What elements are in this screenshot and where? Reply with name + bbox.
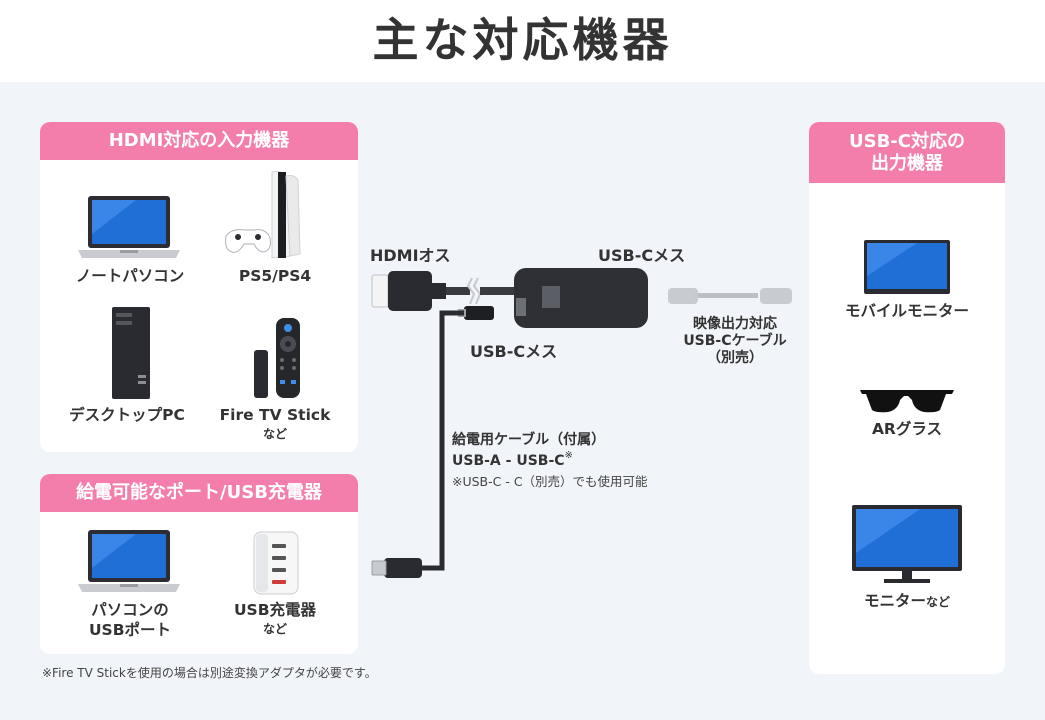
device-label-pc-usb-line1: パソコンの bbox=[91, 601, 169, 619]
device-label-mobile-monitor: モバイルモニター bbox=[844, 302, 969, 320]
device-label-monitor: モニター bbox=[863, 592, 926, 610]
laptop-icon bbox=[78, 196, 180, 258]
hdmi-plug bbox=[388, 271, 432, 311]
device-label-fire-tv: Fire TV Stick bbox=[219, 406, 331, 424]
page-title: 主な対応機器 bbox=[372, 13, 673, 67]
label-video-cable-line2: USB-Cケーブル bbox=[683, 333, 787, 349]
ar-glasses-icon bbox=[860, 390, 954, 413]
label-power-cable-line1: 給電用ケーブル（付属） bbox=[452, 432, 606, 448]
power-source-header: 給電可能なポート/USB充電器 bbox=[40, 474, 358, 512]
output-header-line1: USB-C対応の bbox=[849, 131, 965, 152]
device-label-pc-usb-line2: USBポート bbox=[88, 621, 172, 639]
adapter-body bbox=[514, 268, 648, 328]
title-band bbox=[0, 0, 1045, 82]
device-label-desktop: デスクトップPC bbox=[69, 406, 185, 424]
usb-charger-icon bbox=[253, 531, 299, 595]
hdmi-input-header: HDMI対応の入力機器 bbox=[40, 122, 358, 160]
usb-c-cable-plug-right bbox=[760, 288, 792, 304]
label-usbc-female-top: USB-Cメス bbox=[598, 246, 686, 265]
hdmi-plug-tip bbox=[371, 274, 389, 308]
device-label-monitor-wrap: モニターなど bbox=[822, 589, 992, 611]
monitor-icon bbox=[852, 505, 962, 583]
label-video-cable-line3: （別売） bbox=[707, 350, 763, 366]
mobile-monitor-icon bbox=[864, 240, 950, 294]
usb-a-plug bbox=[384, 558, 422, 578]
device-sub-fire-tv: など bbox=[262, 427, 287, 441]
usb-c-cable-plug-left bbox=[668, 288, 698, 304]
device-sub-monitor: など bbox=[926, 595, 951, 609]
label-power-cable-mark: ※ bbox=[564, 450, 573, 461]
device-label-ar-glasses: ARグラス bbox=[871, 420, 943, 438]
label-power-cable-note: ※USB-C - C（別売）でも使用可能 bbox=[452, 474, 648, 489]
label-video-cable-line1: 映像出力対応 bbox=[693, 316, 777, 332]
desktop-pc-icon bbox=[112, 307, 150, 399]
device-label-usb-charger: USB充電器 bbox=[233, 601, 317, 619]
output-header-line2: 出力機器 bbox=[871, 153, 943, 174]
game-console-icon bbox=[225, 171, 301, 259]
label-power-cable-line2-wrap: USB-A - USB-C※ bbox=[452, 450, 573, 469]
device-sub-usb-charger: など bbox=[262, 622, 287, 636]
label-hdmi-male: HDMIオス bbox=[370, 246, 451, 265]
label-usbc-female-bottom: USB-Cメス bbox=[470, 342, 558, 361]
label-power-cable-line2: USB-A - USB-C bbox=[452, 453, 565, 469]
label-video-cable: 映像出力対応 USB-Cケーブル （別売） bbox=[660, 316, 810, 367]
device-label-laptop: ノートパソコン bbox=[75, 267, 185, 285]
device-label-console: PS5/PS4 bbox=[238, 267, 312, 285]
output-card: USB-C対応の 出力機器 bbox=[809, 122, 1005, 674]
adapter-diagram bbox=[371, 268, 792, 578]
footnote: ※Fire TV Stickを使用の場合は別途変換アダプタが必要です。 bbox=[42, 666, 377, 680]
hdmi-input-card: HDMI対応の入力機器 bbox=[40, 122, 358, 452]
output-header: USB-C対応の 出力機器 bbox=[809, 122, 1005, 183]
streaming-stick-icon bbox=[254, 318, 300, 398]
laptop-icon bbox=[78, 530, 180, 592]
